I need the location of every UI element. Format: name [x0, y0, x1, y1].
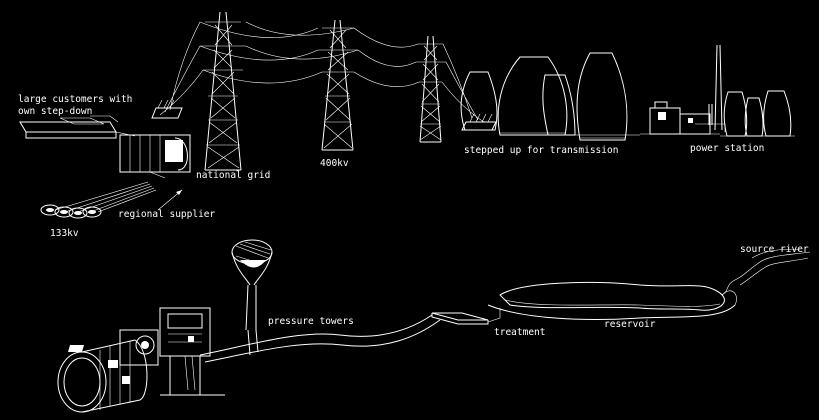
label-reservoir: reservoir [604, 319, 656, 330]
treatment-plant [431, 308, 501, 325]
label-treatment: treatment [494, 327, 545, 338]
label-large-customers-1: large customers with [18, 94, 132, 105]
label-stepped-up: stepped up for transmission [464, 145, 618, 156]
water-pipe [199, 314, 441, 363]
label-400kv: 400kv [320, 158, 349, 169]
pressure-tower [231, 239, 273, 331]
large-customer-step-down [19, 115, 136, 139]
water-turbine [57, 339, 148, 413]
label-pressure-towers: pressure towers [268, 316, 354, 327]
power-station-building [640, 44, 726, 135]
label-large-customers-2: own step-down [18, 106, 92, 117]
national-grid-substation [119, 99, 191, 179]
source-river [721, 248, 811, 296]
label-power-station: power station [690, 143, 764, 154]
reservoir [487, 281, 737, 320]
cooling-towers [460, 52, 795, 141]
pumping-station [119, 307, 225, 396]
regional-cables [40, 181, 157, 219]
pylon-2 [318, 19, 358, 151]
label-national-grid: national grid [196, 170, 270, 181]
regional-supplier-arrow [157, 189, 183, 211]
pylon-1 [200, 11, 246, 171]
pylon-3 [416, 35, 446, 143]
step-up-transformer [461, 113, 497, 131]
label-regional-supplier: regional supplier [118, 209, 216, 220]
transmission-cables [159, 21, 485, 123]
label-133kv: 133kv [50, 228, 79, 239]
label-source-river: source river [740, 244, 809, 255]
